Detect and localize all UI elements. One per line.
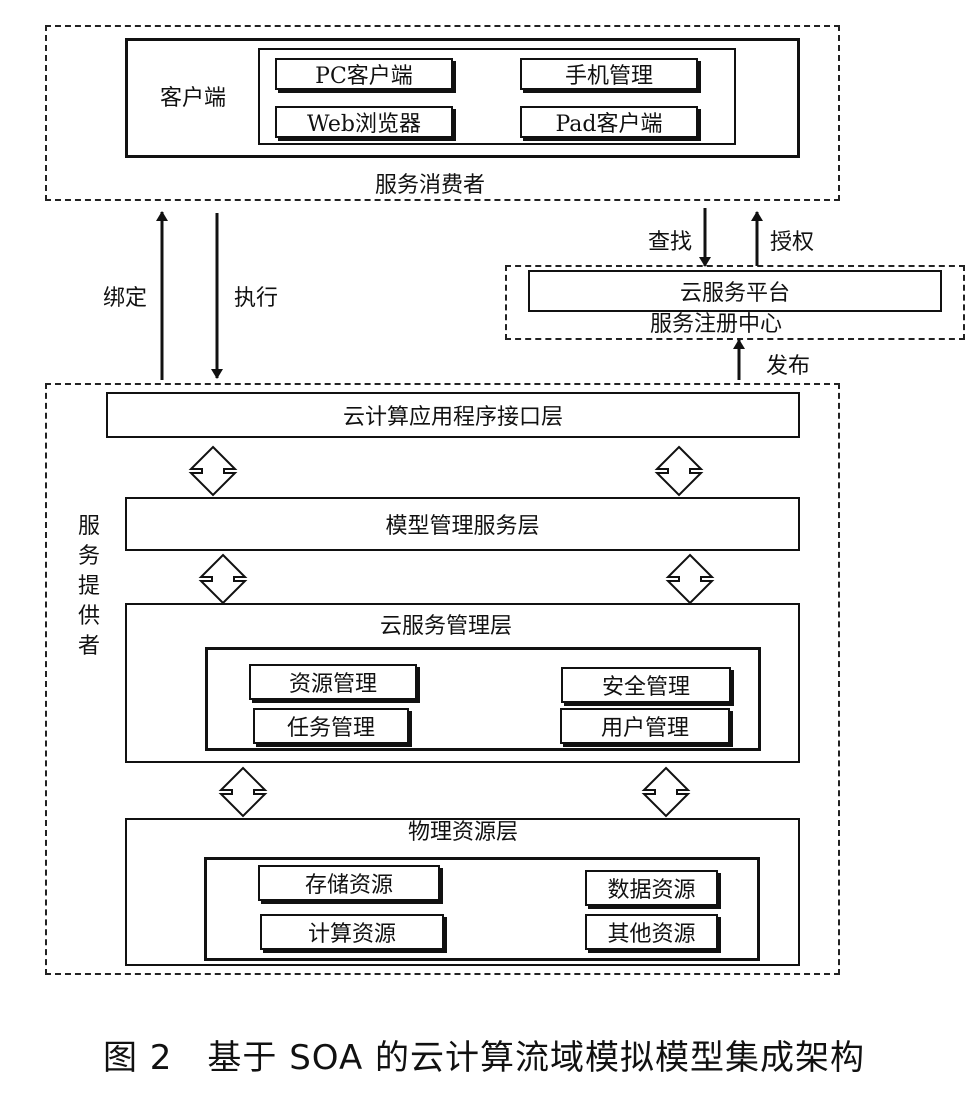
publish-label: 发布 <box>766 354 811 379</box>
authorize-label: 授权 <box>770 230 815 255</box>
api-model-link-left <box>188 445 238 497</box>
task-management: 任务管理 <box>253 708 409 744</box>
client-label: 客户端 <box>160 86 227 111</box>
cloud-service-inner-panel <box>205 647 761 751</box>
other-resource: 其他资源 <box>585 914 718 950</box>
resource-management: 资源管理 <box>249 664 417 700</box>
model-cloud-link-right <box>665 553 715 605</box>
consumer-title: 服务消费者 <box>375 173 486 198</box>
compute-resource: 计算资源 <box>260 914 444 950</box>
api-model-link-right <box>654 445 704 497</box>
model-cloud-link-left <box>198 553 248 605</box>
execute-label: 执行 <box>234 286 279 311</box>
provider-region <box>45 383 840 975</box>
cloud-service-layer-title: 云服务管理层 <box>380 614 513 639</box>
cloud-platform-box: 云服务平台 <box>528 270 942 312</box>
client-pad: Pad客户端 <box>520 106 698 138</box>
registry-title: 服务注册中心 <box>650 312 783 337</box>
security-management: 安全管理 <box>561 667 731 703</box>
client-panel <box>125 38 800 158</box>
find-label: 查找 <box>648 230 693 255</box>
figure-caption: 图 2 基于 SOA 的云计算流域模拟模型集成架构 <box>102 1038 866 1078</box>
api-layer: 云计算应用程序接口层 <box>106 392 800 438</box>
client-web: Web浏览器 <box>275 106 453 138</box>
client-mobile: 手机管理 <box>520 58 698 90</box>
model-layer: 模型管理服务层 <box>125 497 800 551</box>
data-resource: 数据资源 <box>585 870 718 906</box>
consumer-region <box>45 25 840 201</box>
storage-resource: 存储资源 <box>258 865 440 901</box>
provider-title: 服务提供者 <box>77 514 100 659</box>
bind-label: 绑定 <box>103 286 148 311</box>
physical-resource-layer-title: 物理资源层 <box>408 820 519 845</box>
cloud-physical-link-right <box>641 766 691 818</box>
physical-resource-inner-panel <box>204 857 760 961</box>
user-management: 用户管理 <box>560 708 730 744</box>
client-pc: PC客户端 <box>275 58 453 90</box>
cloud-physical-link-left <box>218 766 268 818</box>
